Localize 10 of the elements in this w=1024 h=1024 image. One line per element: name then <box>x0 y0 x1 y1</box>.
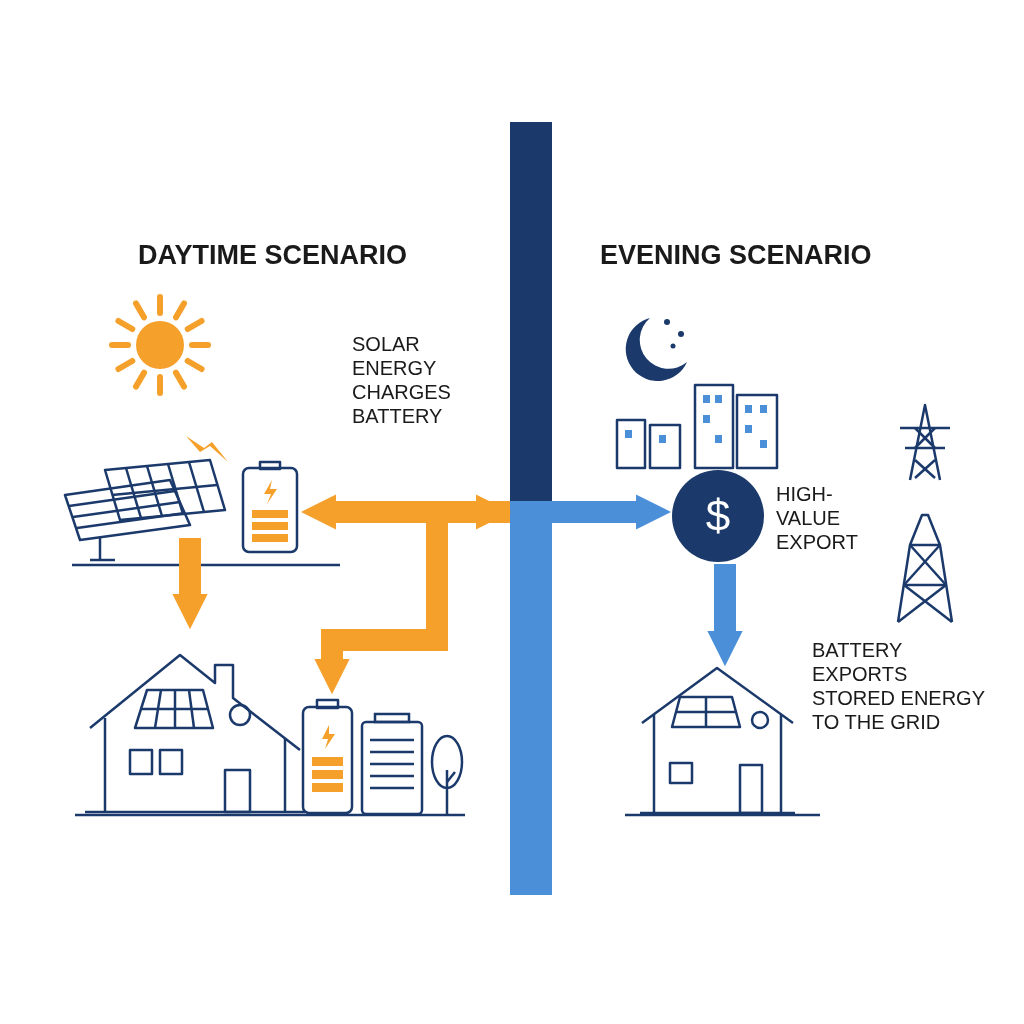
dollar-coin-icon: $ <box>672 470 764 562</box>
arrow <box>172 538 208 630</box>
arrow <box>707 564 743 667</box>
caption-text: BATTERY EXPORTS STORED ENERGY TO THE GRID <box>812 638 986 734</box>
value-caption: HIGH-VALUE EXPORT <box>776 482 859 554</box>
scenario-heading: EVENING SCENARIO <box>600 240 872 271</box>
arrow <box>552 494 672 530</box>
caption-text: SOLAR ENERGY CHARGES BATTERY <box>352 332 452 428</box>
scenario-heading: DAYTIME SCENARIO <box>138 240 408 271</box>
divider-bar <box>510 122 552 895</box>
